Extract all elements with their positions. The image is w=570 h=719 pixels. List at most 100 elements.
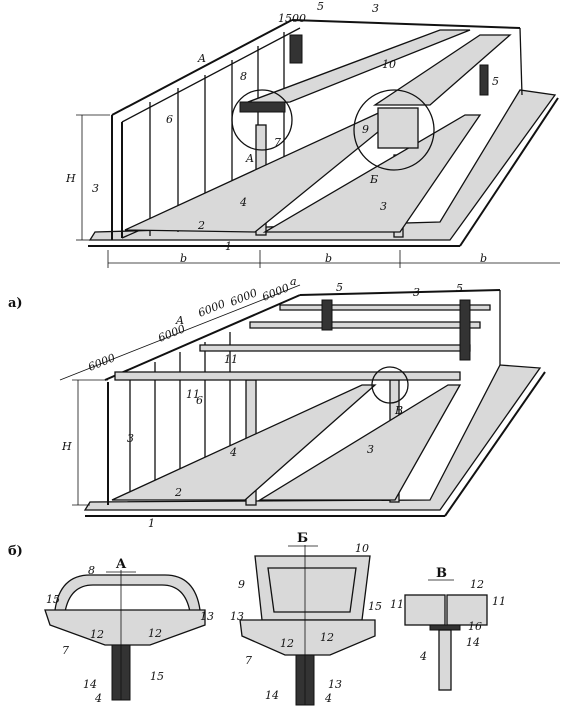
top-slab-edge-right: [459, 97, 559, 247]
top-dim-1500: 1500: [278, 12, 306, 25]
section-v-num-14: 14: [466, 636, 480, 649]
section-b-box-9: [254, 555, 371, 621]
section-v-num-11a: 11: [390, 598, 404, 611]
section-v-num-16: 16: [468, 620, 482, 633]
section-a-num-15a: 15: [46, 593, 60, 606]
section-b-num-10: 10: [355, 542, 369, 555]
bottom-end-wall-5: [321, 299, 333, 331]
section-b-title: Б: [297, 531, 308, 546]
section-a-num-4: 4: [94, 692, 102, 705]
section-v-column-4: [438, 629, 452, 691]
bottom-end-wall-5b: [459, 299, 471, 361]
section-v-title: B: [436, 566, 447, 581]
top-num-3c: 3: [380, 200, 387, 213]
bottom-num-5a: 5: [336, 281, 343, 294]
section-a-detail: A 8 15 13 12 12 7 14 15 4: [44, 557, 214, 705]
section-a-num-8: 8: [88, 564, 95, 577]
bottom-section-A: A: [175, 314, 184, 327]
bottom-num-11b: 11: [186, 388, 200, 401]
bottom-beam-11b: [199, 344, 471, 352]
top-beam-head-a: [239, 101, 286, 113]
bottom-num-4: 4: [229, 446, 237, 459]
top-roof-back-edge: [291, 19, 521, 29]
top-rail-2b: [262, 114, 482, 233]
top-wall-top-edge2: [121, 27, 301, 123]
top-num-2: 2: [197, 219, 205, 232]
section-b-head-7: [239, 619, 376, 656]
top-detail-circle-a: [231, 89, 293, 151]
top-end-wall-5b: [479, 64, 489, 96]
section-b-num-12b: 12: [320, 631, 334, 644]
section-b-num-13a: 13: [230, 610, 244, 623]
section-v-beam-11-left: [404, 594, 446, 626]
section-b-detail: Б 10 9 13 15 12 12 7 14 13 4: [230, 531, 382, 706]
top-num-5b: 5: [492, 75, 499, 88]
section-v-num-11b: 11: [492, 595, 506, 608]
figure-b-label: б): [8, 544, 23, 559]
top-num-10: 10: [382, 58, 396, 71]
bottom-detail-circle: [371, 366, 409, 404]
bottom-beam-11d: [279, 304, 491, 311]
top-wall-top-edge: [111, 19, 293, 116]
bottom-num-1: 1: [148, 517, 155, 530]
section-b-num-4: 4: [324, 692, 332, 705]
section-v-num-12: 12: [470, 578, 484, 591]
top-num-6: 6: [166, 113, 173, 126]
section-b-num-14: 14: [265, 689, 279, 702]
bottom-num-3a: 3: [127, 432, 134, 445]
section-b-num-9: 9: [238, 578, 245, 591]
top-dim-b2: b: [325, 252, 332, 265]
section-b-num-7: 7: [245, 654, 252, 667]
bottom-num-11a: 11: [224, 353, 238, 366]
top-perspective-view: H b b b 1500 A Б A 1 2 3 3 3 4 5 5 6 7 8…: [65, 0, 560, 268]
top-num-8: 8: [240, 70, 247, 83]
figure-a-label: a): [8, 296, 23, 311]
top-box-beam-10: [372, 34, 512, 106]
section-a-num-15b: 15: [150, 670, 164, 683]
section-a-head-7: [44, 609, 206, 646]
bottom-wall-top-edge: [104, 294, 301, 381]
bottom-rail-2: [111, 384, 377, 501]
section-b-num-12a: 12: [280, 637, 294, 650]
top-num-4: 4: [239, 196, 247, 209]
section-a-title: A: [115, 557, 127, 572]
top-floor-slab: [88, 89, 557, 241]
bottom-num-B: B: [394, 404, 403, 417]
top-num-1: 1: [225, 240, 232, 253]
top-right-wall: [519, 27, 523, 96]
top-num-3a: 3: [92, 182, 99, 195]
top-section-a: A: [245, 152, 254, 165]
top-beam-head-b: [377, 107, 419, 149]
bottom-dim-6000-1: 6000: [86, 351, 117, 374]
section-v-plate-16: [429, 624, 461, 631]
section-a-num-7: 7: [62, 644, 69, 657]
section-a-num-14: 14: [83, 678, 97, 691]
top-section-b: Б: [369, 173, 378, 186]
top-height-label: H: [65, 172, 76, 185]
section-v-beam-11-right: [446, 594, 488, 626]
top-dim-b3: b: [480, 252, 487, 265]
bottom-perspective-view: H a 6000 6000 6000 6000 6000 A 1 2 3 3 3…: [59, 275, 546, 530]
section-b-num-15: 15: [368, 600, 382, 613]
bottom-num-2: 2: [174, 486, 182, 499]
section-a-num-12b: 12: [148, 627, 162, 640]
section-v-detail: B 11 12 11 16 14 4: [390, 566, 506, 691]
top-num-9: 9: [362, 123, 369, 136]
bottom-dim-6000-4: 6000: [228, 286, 259, 309]
bottom-beam-11c: [249, 321, 481, 329]
section-a-num-13: 13: [200, 610, 214, 623]
bottom-beam-11a: [114, 371, 461, 381]
bottom-dim-a: a: [290, 275, 297, 288]
bottom-num-6: 6: [196, 394, 203, 407]
section-b-num-13b: 13: [328, 678, 342, 691]
bottom-height-label: H: [61, 440, 72, 453]
top-num-5a: 5: [317, 0, 324, 13]
top-label-A: A: [197, 52, 206, 65]
top-num-7: 7: [274, 136, 281, 149]
bottom-dim-6000-3: 6000: [196, 297, 227, 320]
bottom-num-3b: 3: [413, 286, 420, 299]
top-num-3b: 3: [372, 2, 379, 15]
bottom-top-dim-line: [59, 284, 301, 381]
section-a-beam-8: [54, 574, 201, 613]
